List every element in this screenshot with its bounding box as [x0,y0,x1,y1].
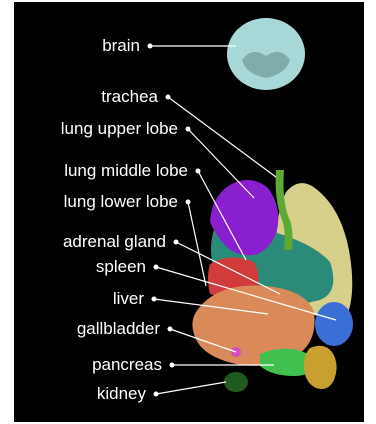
kidney-shape [304,346,337,389]
label-lung-upper-lobe: lung upper lobe [61,119,178,139]
label-trachea: trachea [101,87,158,107]
brain-render [227,18,305,90]
label-liver: liver [113,289,144,309]
label-brain: brain [102,36,140,56]
leader-kidney [156,382,226,394]
dark-organ-shape [224,372,248,392]
dot-gallbladder [168,327,173,332]
organ-render [14,2,364,422]
leader-lung-upper-lobe [188,129,254,198]
leader-lung-lower-lobe [188,202,206,286]
dot-adrenal-gland [174,240,179,245]
brain-shape [227,18,305,90]
dot-trachea [166,95,171,100]
label-lung-middle-lobe: lung middle lobe [64,161,188,181]
dot-lung-lower-lobe [186,200,191,205]
label-spleen: spleen [96,257,146,277]
dot-kidney [154,392,159,397]
label-gallbladder: gallbladder [77,319,160,339]
dot-brain [148,44,153,49]
dot-liver [152,297,157,302]
spleen-shape [315,302,353,346]
label-pancreas: pancreas [92,355,162,375]
label-kidney: kidney [97,384,146,404]
dot-lung-middle-lobe [196,169,201,174]
label-lung-lower-lobe: lung lower lobe [64,192,178,212]
dot-spleen [154,265,159,270]
anatomy-figure: brain trachea lung upper lobe lung middl… [14,2,364,422]
label-adrenal-gland: adrenal gland [63,232,166,252]
dot-lung-upper-lobe [186,127,191,132]
dot-pancreas [170,363,175,368]
